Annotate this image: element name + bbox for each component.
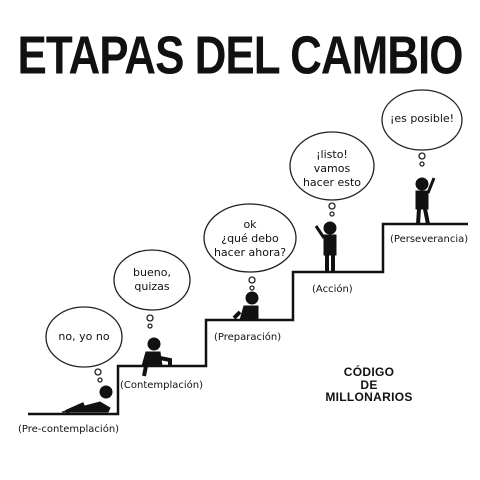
thought-text-3: ok ¿qué debo hacer ahora? — [213, 218, 287, 259]
figure-crouching — [232, 291, 259, 321]
stage-label-accion: (Acción) — [312, 284, 353, 295]
stage-label-precontemplacion: (Pre-contemplación) — [18, 424, 120, 435]
thought-text-4: ¡listo! vamos hacer esto — [302, 148, 362, 189]
thought-text-2: bueno, quizas — [133, 266, 171, 293]
brand-line-2: DE — [360, 377, 378, 392]
brand-line-3: MILLONARIOS — [325, 390, 413, 405]
page-title: ETAPAS DEL CAMBIO — [17, 26, 463, 86]
thought-cloud-2 — [113, 249, 191, 329]
figure-lying — [61, 385, 113, 414]
figure-victory — [415, 177, 436, 225]
thought-text-1: no, yo no — [58, 330, 110, 343]
thought-cloud-4 — [289, 131, 375, 217]
stage-label-perseverancia: (Perseverancia) — [390, 234, 469, 245]
figure-standing — [314, 221, 337, 272]
stage-label-contemplacion: (Contemplación) — [120, 380, 204, 391]
thought-text-5: ¡es posible! — [389, 112, 455, 125]
figure-sitting — [141, 337, 172, 377]
thought-cloud-1 — [45, 306, 123, 383]
thought-cloud-5 — [381, 89, 463, 167]
brand-logo: CÓDIGO DE MILLONARIOS — [314, 366, 424, 404]
brand-line-1: CÓDIGO — [343, 365, 395, 379]
thought-cloud-3 — [203, 203, 297, 291]
stage-label-preparacion: (Preparación) — [214, 332, 282, 343]
